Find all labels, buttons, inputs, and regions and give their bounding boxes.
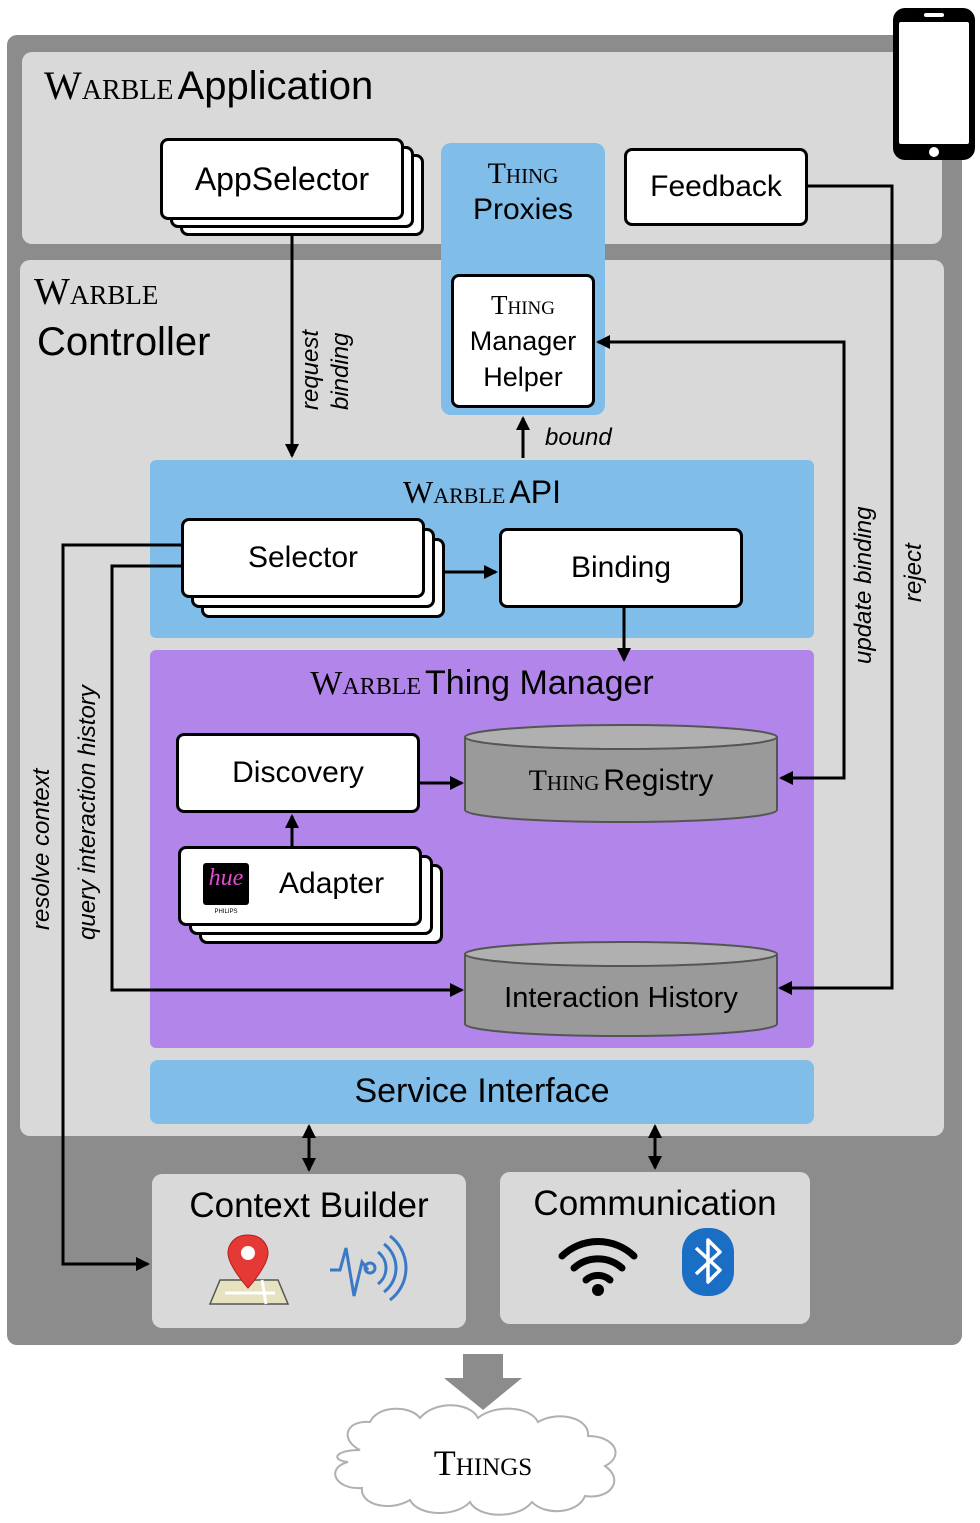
hue-logo-subtext: PHILIPS <box>214 909 238 915</box>
interaction-history-database <box>464 941 778 1037</box>
bluetooth-icon <box>682 1228 734 1296</box>
sensor-wave-icon <box>330 1234 408 1302</box>
thing-manager-name: Thing Manager <box>425 664 654 702</box>
communication-panel <box>500 1172 810 1324</box>
api-name: API <box>509 474 561 510</box>
bound-label: bound <box>545 424 612 451</box>
cloud-icon <box>334 1404 617 1516</box>
thing-manager-helper-line3: Helper <box>483 362 563 392</box>
interaction-history-label: Interaction History <box>504 982 738 1014</box>
things-label: Things <box>433 1443 533 1483</box>
context-builder-panel <box>152 1174 466 1328</box>
down-arrow-icon <box>444 1354 522 1410</box>
controller-prefix: Warble <box>34 271 159 313</box>
thing-proxies-name: Proxies <box>472 193 574 226</box>
request-binding-label: request binding <box>296 330 356 410</box>
query-interaction-history-arrow <box>110 564 464 997</box>
api-title: Warble API <box>150 474 814 511</box>
thing-registry-name: Registry <box>603 764 714 797</box>
communication-label: Communication <box>533 1184 777 1223</box>
query-interaction-history-label: query interaction history <box>74 685 101 940</box>
hue-logo-text: hue <box>208 865 244 891</box>
thing-manager-title: Warble Thing Manager <box>150 664 814 703</box>
arrows <box>61 184 894 1271</box>
update-binding-arrow <box>596 335 846 780</box>
selector-box[interactable]: Selector <box>181 518 425 598</box>
smartphone-icon <box>893 8 975 160</box>
request-label: request <box>297 329 324 410</box>
app-selector-box[interactable]: AppSelector <box>160 138 404 220</box>
service-interface-bar <box>150 1060 814 1124</box>
reject-arrow <box>778 184 894 995</box>
thing-manager-helper-box[interactable]: Thing Manager Helper <box>451 274 595 408</box>
context-builder-label: Context Builder <box>189 1186 429 1225</box>
thing-proxies-title: Thing Proxies <box>441 156 605 228</box>
discovery-box[interactable]: Discovery <box>176 733 420 813</box>
feedback-box[interactable]: Feedback <box>624 148 808 226</box>
thing-manager-helper-line2: Manager <box>469 326 577 356</box>
update-binding-label: update binding <box>850 506 877 664</box>
thing-registry-database <box>464 724 778 823</box>
wifi-icon <box>558 1238 638 1284</box>
thing-manager-helper-prefix: Thing <box>491 290 555 320</box>
hue-logo-icon: hue PHILIPS <box>203 863 249 915</box>
application-name: Application <box>177 64 374 108</box>
application-title: Warble Application <box>44 62 373 109</box>
adapter-label: Adapter <box>279 867 385 900</box>
map-pin-icon <box>208 1234 290 1305</box>
adapter-box[interactable]: hue PHILIPS Adapter <box>178 846 422 926</box>
reject-label: reject <box>900 543 927 602</box>
binding-box[interactable]: Binding <box>499 528 743 608</box>
resolve-context-arrow <box>61 543 181 1271</box>
application-prefix: Warble <box>44 63 174 108</box>
thing-proxies-prefix: Thing <box>487 157 559 190</box>
api-prefix: Warble <box>403 474 506 510</box>
thing-manager-prefix: Warble <box>310 665 422 702</box>
controller-name: Controller <box>37 320 211 364</box>
thing-registry-label: Thing Registry <box>465 764 777 798</box>
service-interface-label: Service Interface <box>354 1072 610 1110</box>
controller-title: Warble Controller <box>34 268 210 368</box>
resolve-context-label: resolve context <box>28 768 55 930</box>
binding-label: binding <box>327 332 354 410</box>
wifi-dot <box>592 1284 604 1296</box>
thing-registry-prefix: Thing <box>528 764 600 797</box>
